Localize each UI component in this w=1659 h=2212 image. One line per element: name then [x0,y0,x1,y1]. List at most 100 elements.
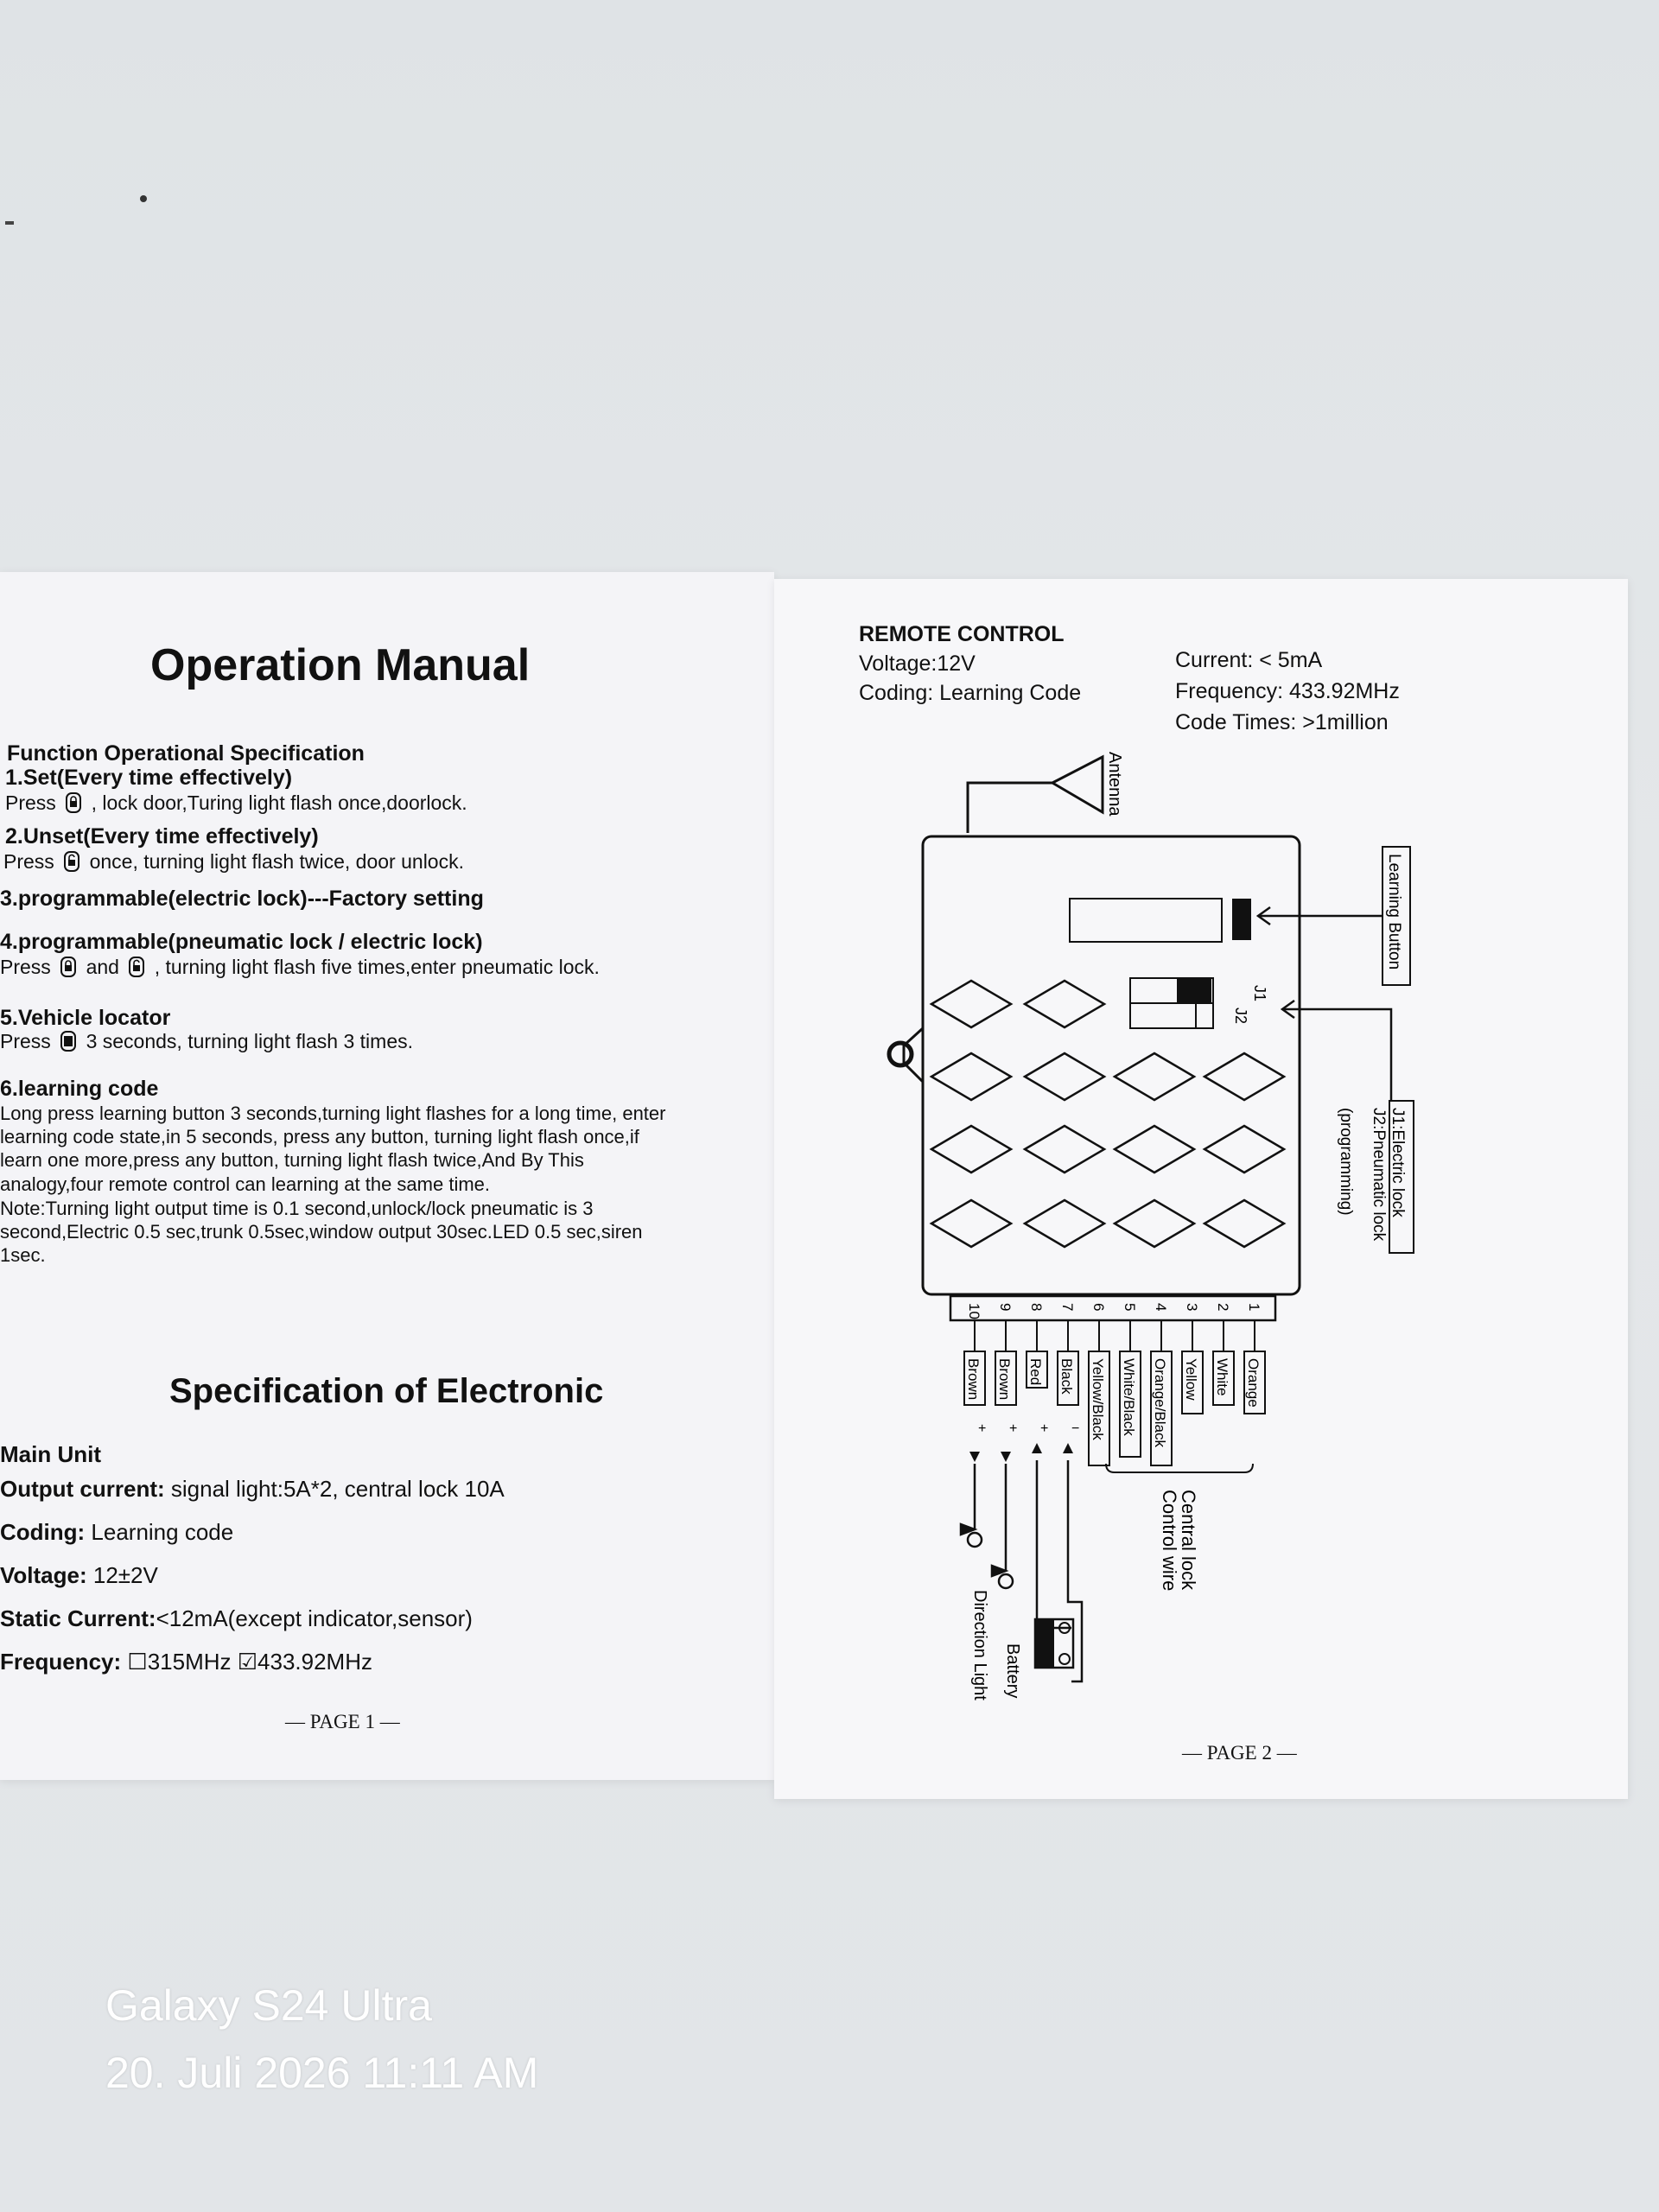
pin-number: 7 [1059,1303,1076,1311]
manual-page-2: REMOTE CONTROL Voltage:12V Coding: Learn… [774,579,1628,1799]
remote-key-diamond [1112,1052,1197,1102]
learning-note-line-2: second,Electric 0.5 sec,trunk 0.5sec,win… [0,1221,643,1243]
item-4-mid: and [86,956,119,978]
function-heading: Function Operational Specification [7,741,365,766]
pin-number: 1 [1246,1303,1262,1311]
central-lock-bracket [1105,1463,1254,1473]
item-2-post: once, turning light flash twice, door un… [89,850,464,873]
dust-speck [140,195,147,202]
jumper-arrow [1284,1007,1393,1101]
remote-key-diamond [929,979,1014,1029]
spec-value: <12mA(except indicator,sensor) [156,1605,473,1631]
spec-output-current: Output current: signal light:5A*2, centr… [0,1476,505,1503]
learning-heading: 6.learning code [0,1077,159,1101]
remote-title: REMOTE CONTROL [859,622,1065,646]
spec-label: Main Unit [0,1441,101,1467]
remote-coding: Coding: Learning Code [859,681,1082,705]
wire-arrows [969,1443,1073,1462]
learning-button-marker [1232,899,1251,940]
item-2-heading: 2.Unset(Every time effectively) [5,824,319,849]
pin-number: 3 [1184,1303,1200,1311]
remote-key-diamond [1202,1198,1287,1249]
wiring-diagram: Antenna Learning Button J1 J2 J1:Electri… [887,752,1414,1700]
wire-color-label: White [1214,1358,1230,1395]
pin-number: 9 [997,1303,1014,1311]
learning-button-label: Learning Button [1385,854,1403,969]
control-unit-box [921,835,1301,1296]
spec-title: Specification of Electronic [169,1372,604,1410]
remote-key-diamond [1202,1124,1287,1174]
wire-color-label: Brown [996,1358,1013,1400]
item-5-pre: Press [0,1030,51,1052]
spec-value: 12±2V [86,1562,158,1588]
trunk-key-icon [60,1031,77,1052]
spec-value: Learning code [85,1519,234,1545]
pin-number: 8 [1028,1303,1045,1311]
item-5-text: Press 3 seconds, turning light flash 3 t… [0,1030,413,1053]
spec-coding: Coding: Learning code [0,1519,233,1546]
item-1-post: , lock door,Turing light flash once,door… [91,791,467,814]
lock-key-icon [66,792,82,813]
antenna-label: Antenna [1105,752,1124,817]
wire-color-label: Orange [1245,1358,1262,1408]
remote-key-diamond [1022,1052,1107,1102]
jumper-note-box [1389,1100,1414,1254]
direction-light-icon [959,1522,1014,1590]
remote-frequency: Frequency: 433.92MHz [1175,679,1400,703]
spec-frequency: Frequency: ☐315MHz ☑433.92MHz [0,1649,372,1675]
learning-line-1: Long press learning button 3 seconds,tur… [0,1103,666,1124]
photo-device-stamp: Galaxy S24 Ultra [105,1981,432,2030]
antenna-symbol [1049,754,1104,815]
learning-line-4: analogy,four remote control can learning… [0,1173,491,1195]
spec-label: Static Current: [0,1605,156,1631]
unlock-key-icon [129,957,145,977]
pin-number: 10 [966,1303,982,1319]
wire-connector [949,1294,1277,1322]
learning-button-slot [1069,898,1223,943]
polarity-sign: + [1040,1421,1048,1436]
unlock-key-icon [64,851,80,872]
output-wiring [973,1460,1084,1683]
central-lock-label: Central lock [1178,1490,1199,1591]
item-1-pre: Press [5,791,56,814]
wire-color-label: Red [1027,1358,1044,1385]
dust-speck [5,221,14,225]
mount-hole [887,1040,914,1068]
spec-value: signal light:5A*2, central lock 10A [164,1476,505,1502]
photo-datetime-stamp: 20. Juli 2026 11:11 AM [105,2049,539,2097]
remote-current: Current: < 5mA [1175,648,1323,672]
wire-color-label: White/Black [1121,1358,1137,1436]
jumper-note-1: J1:Electric lock [1389,1108,1407,1217]
item-3-heading: 3.programmable(electric lock)---Factory … [0,887,484,911]
remote-key-diamond [929,1124,1014,1174]
remote-voltage: Voltage:12V [859,652,976,676]
page-number-1: — PAGE 1 — [285,1711,400,1732]
polarity-sign: + [978,1421,986,1436]
remote-code-times: Code Times: >1million [1175,710,1389,734]
learning-line-3: learn one more,press any button, turning… [0,1149,584,1171]
spec-label: Output current: [0,1476,165,1502]
wire-color-label: Yellow/Black [1090,1358,1106,1440]
jumper-j1-fill [1177,978,1211,1003]
page-title: Operation Manual [150,640,531,690]
pin-number: 2 [1215,1303,1231,1311]
learning-note-line-3: 1sec. [0,1244,46,1266]
item-5-post: 3 seconds, turning light flash 3 times. [86,1030,413,1052]
j2-label: J2 [1232,1007,1249,1024]
item-4-heading: 4.programmable(pneumatic lock / electric… [0,930,483,954]
remote-key-diamond [1022,979,1107,1029]
remote-key-diamond [1022,1124,1107,1174]
spec-label: Voltage: [0,1562,87,1588]
control-wire-label: Control wire [1159,1490,1180,1591]
wire-color-label: Black [1058,1358,1075,1395]
spec-static-current: Static Current:<12mA(except indicator,se… [0,1605,473,1632]
polarity-sign: − [1071,1421,1079,1436]
item-2-pre: Press [3,850,54,873]
jumper-note-2: J2:Pneumatic lock [1370,1108,1388,1242]
manual-page-1: Operation Manual Function Operational Sp… [0,572,774,1780]
remote-key-diamond [1202,1052,1287,1102]
spec-voltage: Voltage: 12±2V [0,1562,158,1589]
pin-group: 10Brown9Brown8Red7Black6Yellow/Black5Whi… [963,1303,1266,1466]
item-4-pre: Press [0,956,51,978]
pin-number: 6 [1090,1303,1107,1311]
